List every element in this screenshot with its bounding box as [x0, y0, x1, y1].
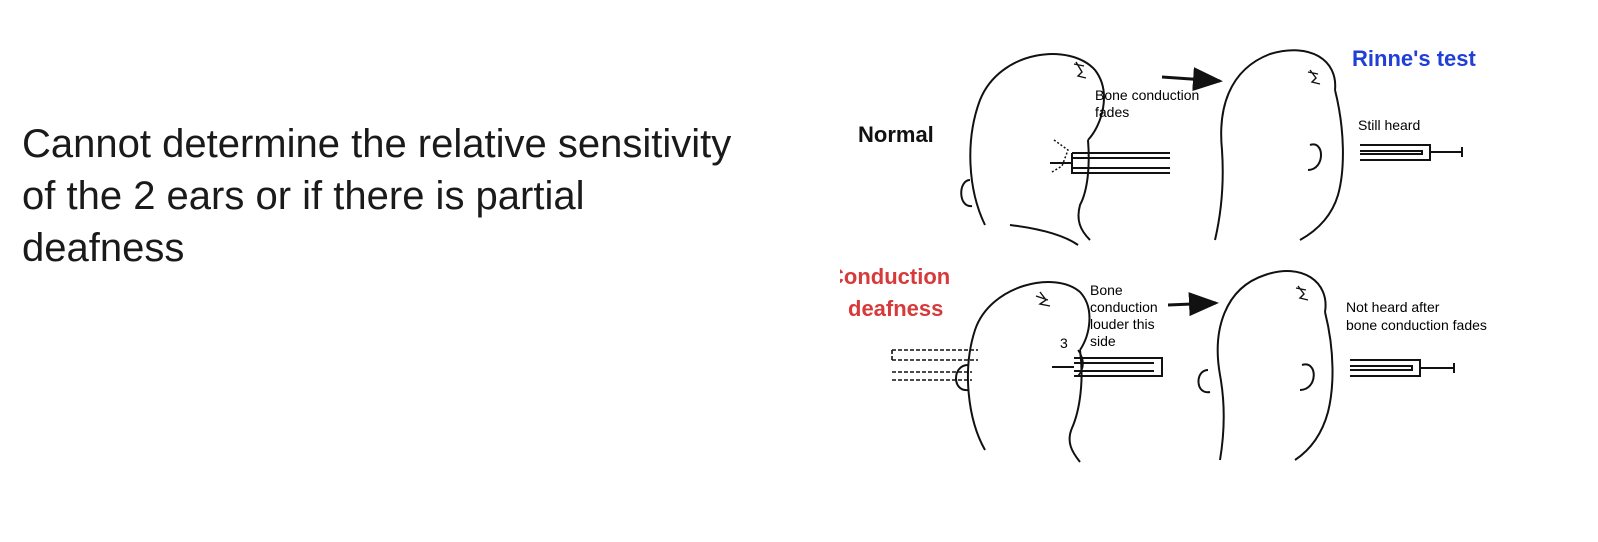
- row-label-line: deafness: [848, 296, 943, 321]
- tuning-fork-deafness-after: [1350, 359, 1455, 377]
- head-deafness-after: [1197, 270, 1334, 461]
- sequence-arrow: [1161, 67, 1223, 92]
- figure-title: Rinne's test: [1352, 46, 1476, 71]
- hair-whorl-icon: [1295, 285, 1309, 301]
- tuning-fork-normal-after: [1360, 144, 1463, 161]
- note-line: Bone: [1090, 282, 1123, 298]
- still-heard-note: Still heard: [1358, 117, 1420, 133]
- louder-this-side-note: Bone conduction louder this side: [1090, 282, 1162, 349]
- note-line: bone conduction fades: [1346, 317, 1487, 333]
- note-line: conduction: [1090, 299, 1158, 315]
- note-line: Bone conduction: [1095, 87, 1199, 103]
- row-label-line: Conduction: [840, 264, 950, 289]
- rinne-test-figure: Rinne's test Normal Bone conduction fade…: [828, 30, 1560, 500]
- head-normal-after: [1214, 49, 1344, 241]
- note-line: Still heard: [1358, 117, 1420, 133]
- note-line: louder this: [1090, 316, 1155, 332]
- head-deafness-before: [955, 280, 1091, 463]
- hair-whorl-icon: [1307, 69, 1321, 85]
- hair-whorl-icon: [1035, 291, 1051, 307]
- note-line: fades: [1095, 104, 1129, 120]
- row-label-line: Normal: [858, 122, 934, 147]
- slide-text: Cannot determine the relative sensitivit…: [22, 122, 732, 270]
- step-number: 3: [1060, 335, 1068, 351]
- row-normal-label: Normal: [858, 122, 934, 147]
- sequence-arrow: [1167, 292, 1219, 317]
- head-normal-before: [960, 53, 1105, 246]
- tuning-fork-normal-before: [1050, 152, 1170, 174]
- hair-whorl-icon: [1073, 61, 1087, 79]
- row-conduction-deafness-label: Conduction deafness: [840, 264, 956, 321]
- bone-conduction-note: Bone conduction fades: [1095, 87, 1203, 120]
- not-heard-after-note: Not heard after bone conduction fades: [1346, 299, 1487, 333]
- note-line: Not heard after: [1346, 299, 1440, 315]
- tuning-fork-deafness-before: [1052, 357, 1163, 377]
- blocked-ear-plug: [891, 349, 978, 381]
- note-line: side: [1090, 333, 1116, 349]
